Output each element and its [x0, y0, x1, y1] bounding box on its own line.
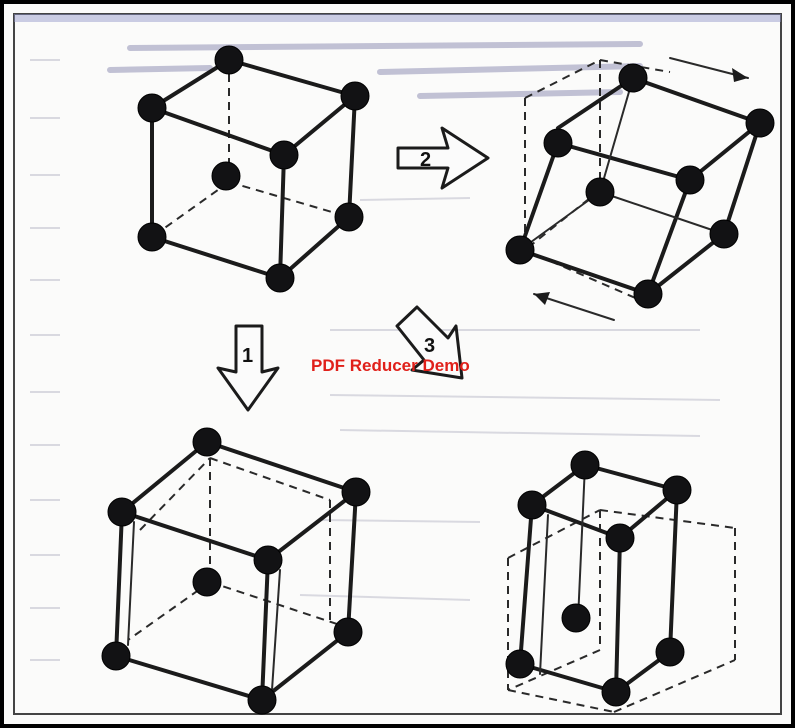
atom	[606, 524, 634, 552]
atom	[586, 178, 614, 206]
atom	[710, 220, 738, 248]
atom	[562, 604, 590, 632]
atom	[335, 203, 363, 231]
atom	[270, 141, 298, 169]
atom	[663, 476, 691, 504]
atom	[254, 546, 282, 574]
atom	[571, 451, 599, 479]
atom	[193, 428, 221, 456]
atom	[248, 686, 276, 714]
arrow-3-label: 3	[424, 335, 435, 357]
atom	[138, 94, 166, 122]
atom	[341, 82, 369, 110]
atom	[102, 642, 130, 670]
atom	[212, 162, 240, 190]
atom	[544, 129, 572, 157]
atom	[656, 638, 684, 666]
atom	[266, 264, 294, 292]
atom	[193, 568, 221, 596]
atom	[506, 650, 534, 678]
watermark-text: PDF Reducer Demo	[311, 356, 470, 375]
arrow-2-label: 2	[420, 149, 431, 171]
atom	[518, 491, 546, 519]
atom	[619, 64, 647, 92]
atom	[602, 678, 630, 706]
atom	[746, 109, 774, 137]
atom	[634, 280, 662, 308]
atom	[334, 618, 362, 646]
atom	[215, 46, 243, 74]
atom	[138, 223, 166, 251]
atom	[108, 498, 136, 526]
atom	[342, 478, 370, 506]
arrow-1-label: 1	[242, 345, 253, 367]
top-stripe	[14, 14, 781, 22]
atom	[506, 236, 534, 264]
atom	[676, 166, 704, 194]
